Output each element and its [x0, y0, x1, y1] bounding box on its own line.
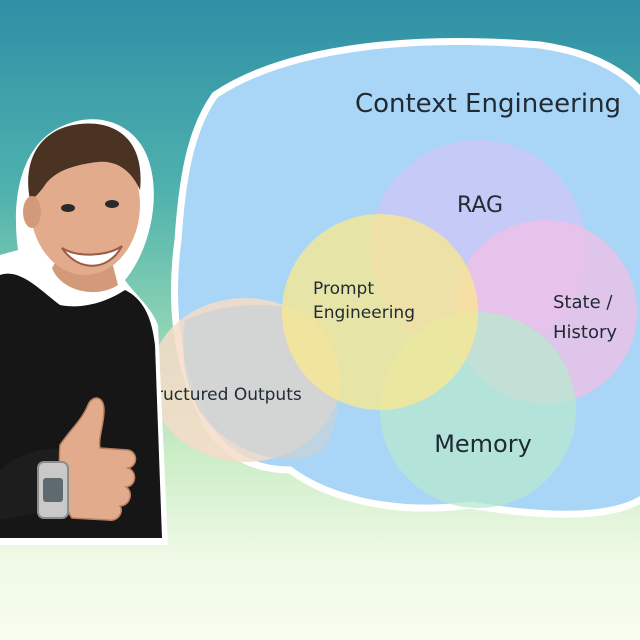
- prompt-label-line1: Prompt: [313, 279, 374, 299]
- right-eye: [105, 200, 119, 208]
- memory-label: Memory: [434, 430, 532, 458]
- state-label-line1: State /: [553, 292, 613, 313]
- structured-outputs-label: ructured Outputs: [156, 385, 302, 405]
- prompt-label-line2: Engineering: [313, 303, 415, 323]
- prompt-engineering-circle: [282, 214, 478, 410]
- rag-label: RAG: [457, 193, 503, 218]
- watch-face: [43, 478, 63, 502]
- smile: [61, 245, 123, 267]
- ear: [23, 196, 41, 228]
- state-label-line2: History: [553, 322, 617, 343]
- hair: [28, 123, 141, 200]
- thumbs-up-hand: [58, 397, 137, 521]
- left-eye: [61, 204, 75, 212]
- diagram-title: Context Engineering: [355, 89, 621, 119]
